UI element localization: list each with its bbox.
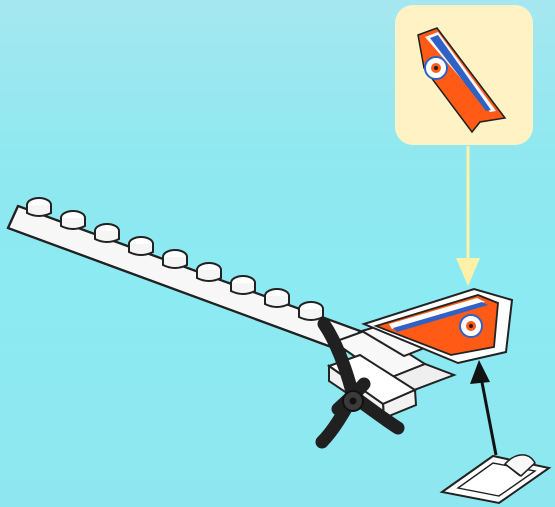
propeller bbox=[315, 317, 405, 449]
tail-stabilizer bbox=[361, 287, 514, 365]
sticker-sheet bbox=[439, 454, 552, 505]
arm-studs bbox=[26, 197, 324, 321]
sticker-placement-arrow bbox=[470, 360, 498, 456]
callout-stabilizer-sticker bbox=[417, 27, 507, 134]
white-arm-brick bbox=[6, 197, 362, 354]
callout-pointer bbox=[456, 146, 480, 286]
